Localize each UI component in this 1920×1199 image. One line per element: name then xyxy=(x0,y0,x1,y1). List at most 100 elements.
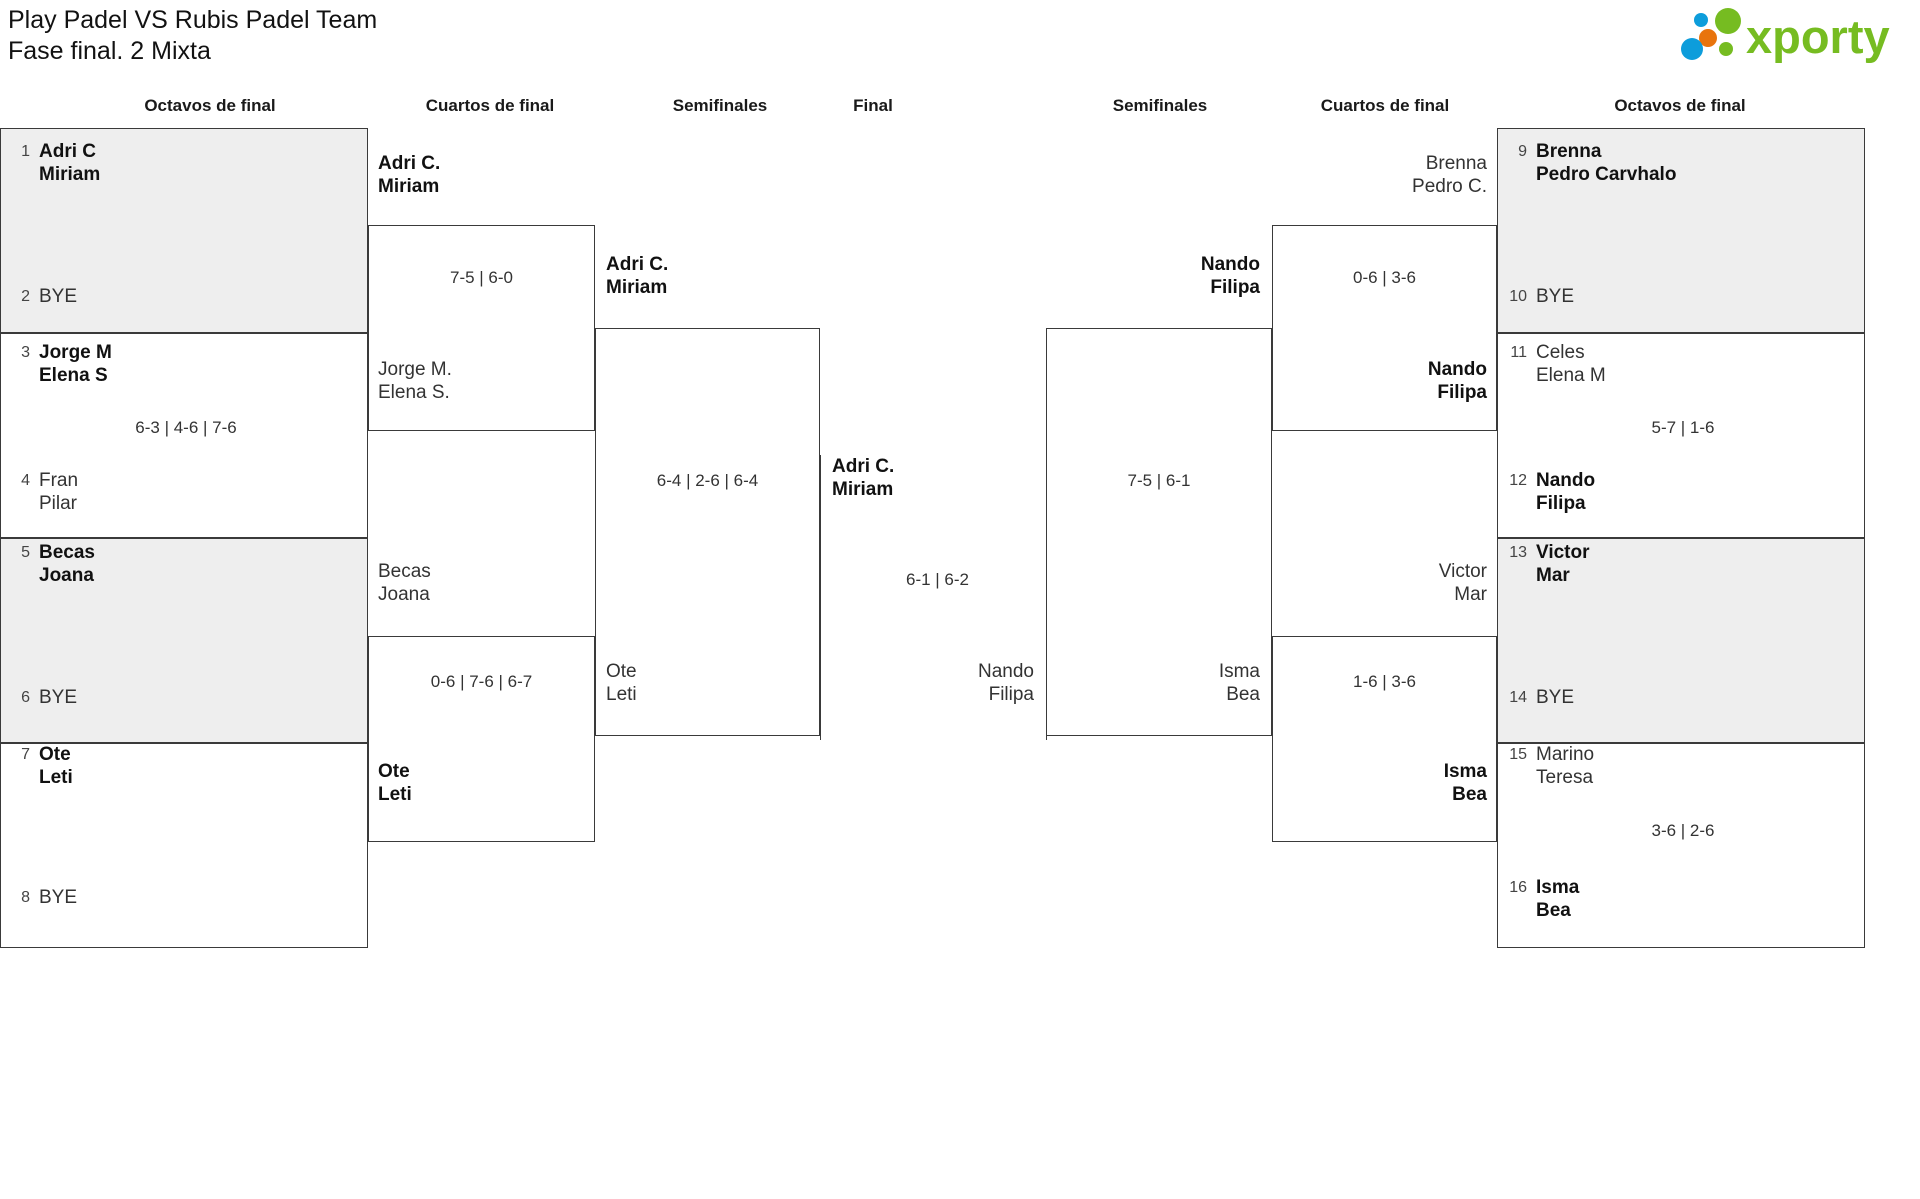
right-sf-team-2: Isma Bea xyxy=(1100,660,1260,706)
right-r16-match-1[interactable] xyxy=(1497,128,1865,333)
left-sf-score-1: 6-4 | 2-6 | 6-4 xyxy=(656,471,759,490)
player-2: Joana xyxy=(39,565,94,586)
round-header-right-r16: Octavos de final xyxy=(1614,96,1746,115)
seed-entry-13[interactable]: 13 Victor Mar xyxy=(1501,541,1841,587)
seed-entry-3[interactable]: 3 Jorge M Elena S xyxy=(4,341,344,387)
seed-team-name: Nando Filipa xyxy=(1536,469,1595,515)
seed-entry-14[interactable]: 14 BYE xyxy=(1501,686,1841,709)
left-r16-match-3[interactable] xyxy=(0,538,368,743)
seed-team-name: Adri C Miriam xyxy=(39,140,100,186)
player-1: Adri C. xyxy=(606,254,669,275)
left-qf-team-3: Becas Joana xyxy=(378,560,431,606)
seed-team-name: BYE xyxy=(1536,286,1575,307)
player-2: Filipa xyxy=(1437,382,1487,403)
right-r16-match-2[interactable] xyxy=(1497,333,1865,538)
left-qf-score-1: 7-5 | 6-0 xyxy=(449,268,513,287)
seed-entry-7[interactable]: 7 Ote Leti xyxy=(4,743,344,789)
seed-entry-9[interactable]: 9 Brenna Pedro Carvhalo xyxy=(1501,140,1841,186)
player-1: Ote xyxy=(606,661,637,682)
right-qf-team-1: Brenna Pedro C. xyxy=(1340,152,1487,198)
seed-entry-5[interactable]: 5 Becas Joana xyxy=(4,541,344,587)
seed-entry-4[interactable]: 4 Fran Pilar xyxy=(4,469,344,515)
title-line-1: Play Padel VS Rubis Padel Team xyxy=(8,6,378,34)
player-1: Brenna xyxy=(1425,153,1487,174)
right-qf-match-2[interactable] xyxy=(1272,636,1497,842)
right-sf-team-1: Nando Filipa xyxy=(1100,253,1260,299)
seed-team-name: Becas Joana xyxy=(39,541,95,587)
left-r16-match-2[interactable] xyxy=(0,333,368,538)
right-qf-team-4: Isma Bea xyxy=(1340,760,1487,806)
page-title: Play Padel VS Rubis Padel Team Fase fina… xyxy=(8,5,377,67)
seed-team-name: Isma Bea xyxy=(1536,876,1579,922)
title-line-2: Fase final. 2 Mixta xyxy=(8,37,211,65)
player-1: Victor xyxy=(1536,542,1590,563)
seed-entry-12[interactable]: 12 Nando Filipa xyxy=(1501,469,1841,515)
player-2: Pilar xyxy=(39,493,78,514)
player-2: Miriam xyxy=(606,277,668,298)
player-1: Becas xyxy=(378,561,431,582)
player-1: Isma xyxy=(1218,661,1260,682)
round-header-right-qf: Cuartos de final xyxy=(1320,96,1450,115)
left-qf-score-2: 0-6 | 7-6 | 6-7 xyxy=(430,672,533,691)
player-2: Elena S xyxy=(39,365,108,386)
final-team-right: Nando Filipa xyxy=(866,660,1034,706)
seed-number: 3 xyxy=(21,344,30,361)
seed-number: 13 xyxy=(1509,544,1527,561)
left-qf-team-2: Jorge M. Elena S. xyxy=(378,358,452,404)
player-2: Filipa xyxy=(1536,493,1586,514)
round-header-right-sf: Semifinales xyxy=(1112,96,1208,115)
player-1: Nando xyxy=(1200,254,1260,275)
seed-number: 2 xyxy=(21,288,30,305)
player-2: Bea xyxy=(1536,900,1571,921)
seed-team-name: Celes Elena M xyxy=(1536,341,1606,387)
seed-team-name: Brenna Pedro Carvhalo xyxy=(1536,140,1676,186)
right-r16-match-3[interactable] xyxy=(1497,538,1865,743)
seed-team-name: Jorge M Elena S xyxy=(39,341,112,387)
right-qf-score-2: 1-6 | 3-6 xyxy=(1352,672,1416,691)
left-r16-match-4[interactable] xyxy=(0,743,368,948)
right-sf-match-1[interactable] xyxy=(1046,328,1272,736)
player-2: Filipa xyxy=(1210,277,1260,298)
seed-entry-2[interactable]: 2 BYE xyxy=(4,285,344,308)
seed-entry-16[interactable]: 16 Isma Bea xyxy=(1501,876,1841,922)
player-1: Nando xyxy=(978,661,1034,682)
player-1: Ote xyxy=(39,744,71,765)
svg-text:xporty: xporty xyxy=(1746,10,1890,63)
player-2: Filipa xyxy=(988,684,1034,705)
player-2: Bea xyxy=(1226,684,1260,705)
xporty-logo-svg: xporty xyxy=(1681,8,1890,63)
player-2: Miriam xyxy=(39,164,101,185)
seed-entry-6[interactable]: 6 BYE xyxy=(4,686,344,709)
seed-number: 12 xyxy=(1509,472,1527,489)
seed-team-name: Marino Teresa xyxy=(1536,743,1594,789)
left-qf-team-4: Ote Leti xyxy=(378,760,412,806)
seed-entry-10[interactable]: 10 BYE xyxy=(1501,285,1841,308)
player-1: Brenna xyxy=(1536,141,1602,162)
player-1: Nando xyxy=(1427,359,1487,380)
player-1: Isma xyxy=(1443,761,1487,782)
seed-entry-15[interactable]: 15 Marino Teresa xyxy=(1501,743,1841,789)
seed-number: 1 xyxy=(21,143,30,160)
left-qf-match-1[interactable] xyxy=(368,225,595,431)
left-r16-match-1[interactable] xyxy=(0,128,368,333)
seed-entry-11[interactable]: 11 Celes Elena M xyxy=(1501,341,1841,387)
player-2: Pedro Carvhalo xyxy=(1536,164,1677,185)
seed-number: 7 xyxy=(21,746,30,763)
seed-entry-1[interactable]: 1 Adri C Miriam xyxy=(4,140,344,186)
left-sf-team-2: Ote Leti xyxy=(606,660,637,706)
player-2: Leti xyxy=(378,784,412,805)
seed-entry-8[interactable]: 8 BYE xyxy=(4,886,344,909)
seed-number: 10 xyxy=(1509,288,1527,305)
seed-number: 4 xyxy=(21,472,30,489)
player-2: Teresa xyxy=(1536,767,1594,788)
seed-number: 9 xyxy=(1518,143,1527,160)
player-1: Becas xyxy=(39,542,95,563)
left-qf-team-1: Adri C. Miriam xyxy=(378,152,440,198)
right-r16-match-4[interactable] xyxy=(1497,743,1865,948)
seed-number: 11 xyxy=(1510,344,1527,361)
player-2: Leti xyxy=(39,767,73,788)
right-qf-match-1[interactable] xyxy=(1272,225,1497,431)
player-2: Elena S. xyxy=(378,382,450,403)
left-sf-match-1[interactable] xyxy=(595,328,820,736)
left-qf-match-2[interactable] xyxy=(368,636,595,842)
